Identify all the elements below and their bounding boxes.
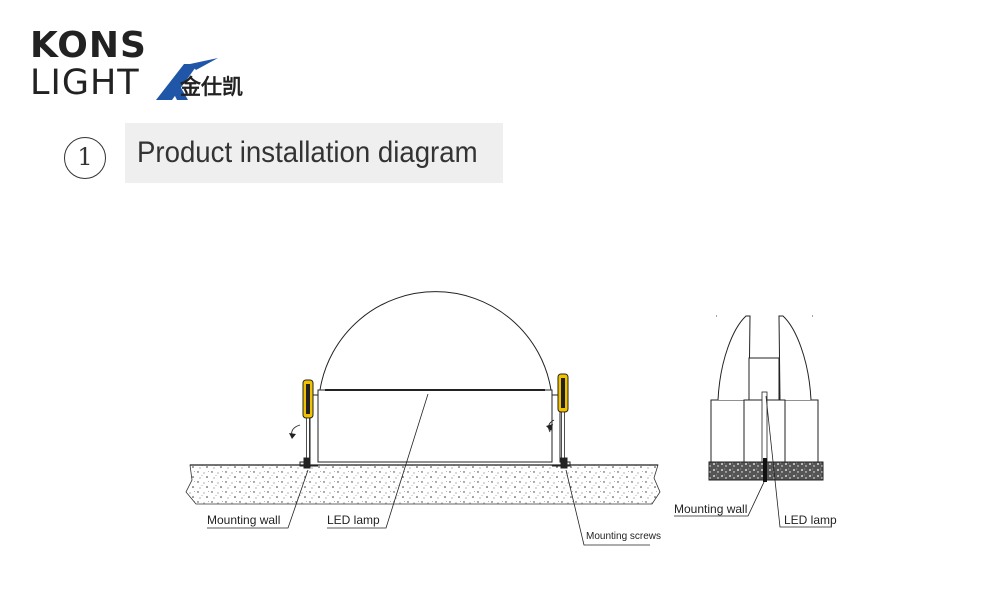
mounting-wall-left-drawing — [185, 464, 661, 505]
brand-logo: KONS LIGHT 金仕凯 — [30, 26, 290, 106]
step-number-badge: 1 — [64, 137, 106, 179]
mounting-wall-right-drawing — [708, 458, 824, 482]
logo-chinese-text: 金仕凯 — [180, 75, 243, 99]
leader-lines-right — [674, 395, 832, 528]
led-lamp-left-drawing — [317, 291, 553, 463]
logo-text-light: LIGHT — [30, 63, 140, 103]
logo-k-mark-icon — [156, 58, 218, 100]
label-led-lamp-right: LED lamp — [784, 513, 837, 527]
led-lamp-side-view-drawing — [710, 315, 819, 465]
screwdriver-left-icon — [289, 379, 314, 459]
label-mounting-wall-right: Mounting wall — [674, 502, 748, 516]
label-mounting-screws: Mounting screws — [586, 531, 662, 542]
screwdriver-right-icon — [546, 373, 569, 459]
label-mounting-wall-left: Mounting wall — [207, 513, 281, 527]
section-title: Product installation diagram — [137, 136, 478, 169]
section-title-box: Product installation diagram — [125, 123, 503, 183]
logo-text-kons: KONS — [30, 25, 147, 66]
label-led-lamp-left: LED lamp — [327, 513, 380, 527]
leader-lines-left — [207, 393, 650, 546]
